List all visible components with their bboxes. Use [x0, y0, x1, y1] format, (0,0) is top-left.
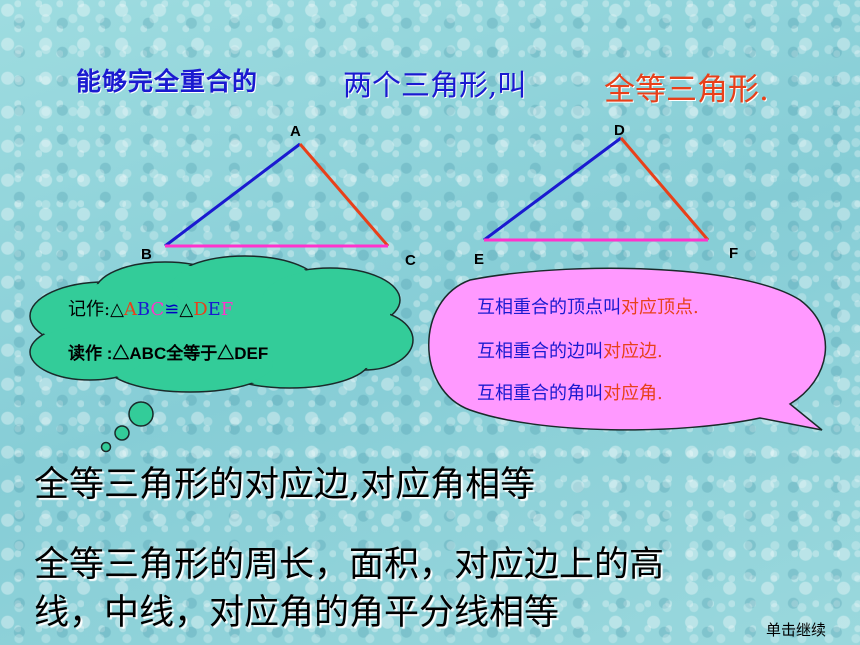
vertex-b-label: B: [141, 246, 152, 263]
bubble-line-1-prefix: 互相重合的顶点叫: [477, 297, 621, 318]
bubble-line-3-term: 对应角.: [603, 383, 663, 404]
bubble-line-2-prefix: 互相重合的边叫: [477, 341, 603, 362]
vertex-e-label: E: [474, 251, 485, 268]
triangle-def: [483, 136, 710, 242]
bubble-line-2-term: 对应边.: [603, 341, 663, 362]
conclusion-line-3: 线，中线，对应角的角平分线相等: [34, 593, 560, 633]
side-ab: [164, 142, 301, 248]
side-df: [619, 137, 710, 241]
triangle-abc: [164, 142, 390, 248]
bubble-line-1-term: 对应顶点.: [621, 297, 699, 318]
conclusion-line-1: 全等三角形的对应边,对应角相等: [34, 465, 536, 505]
bubble-line-1: 互相重合的顶点叫对应顶点.: [477, 293, 699, 319]
notation-a: A: [123, 299, 137, 320]
vertex-a-label: A: [290, 123, 301, 140]
continue-button[interactable]: 单击继续: [766, 621, 827, 639]
bubble-line-2: 互相重合的边叫对应边.: [477, 337, 663, 363]
bubble-line-3-prefix: 互相重合的角叫: [477, 383, 603, 404]
notation-prefix: 记作:△: [68, 299, 124, 320]
vertex-f-label: F: [729, 245, 739, 262]
side-de: [483, 136, 622, 242]
notation-f: F: [220, 299, 234, 320]
speech-bubble: [428, 267, 827, 431]
congruent-symbol: ≌: [164, 299, 180, 320]
bubble-line-3: 互相重合的角叫对应角.: [477, 379, 663, 405]
headline-part2: 两个三角形,叫: [343, 68, 527, 102]
vertex-c-label: C: [405, 252, 416, 269]
headline-term: 全等三角形.: [604, 72, 769, 108]
headline-part1: 能够完全重合的: [76, 67, 259, 96]
notation-c: C: [150, 299, 165, 320]
side-ac: [298, 143, 390, 247]
thought-cloud: [29, 255, 414, 453]
reading-line: 读作 :△ABC全等于△DEF: [68, 344, 269, 363]
conclusion-line-2: 全等三角形的周长，面积，对应边上的高: [34, 545, 665, 585]
notation-line: 记作:△ABC≌△DEF: [68, 295, 233, 321]
vertex-d-label: D: [614, 122, 625, 139]
notation-e: E: [207, 299, 221, 320]
notation-d: D: [193, 299, 208, 320]
notation-b: B: [136, 299, 151, 320]
notation-triangle2: △: [179, 299, 194, 320]
